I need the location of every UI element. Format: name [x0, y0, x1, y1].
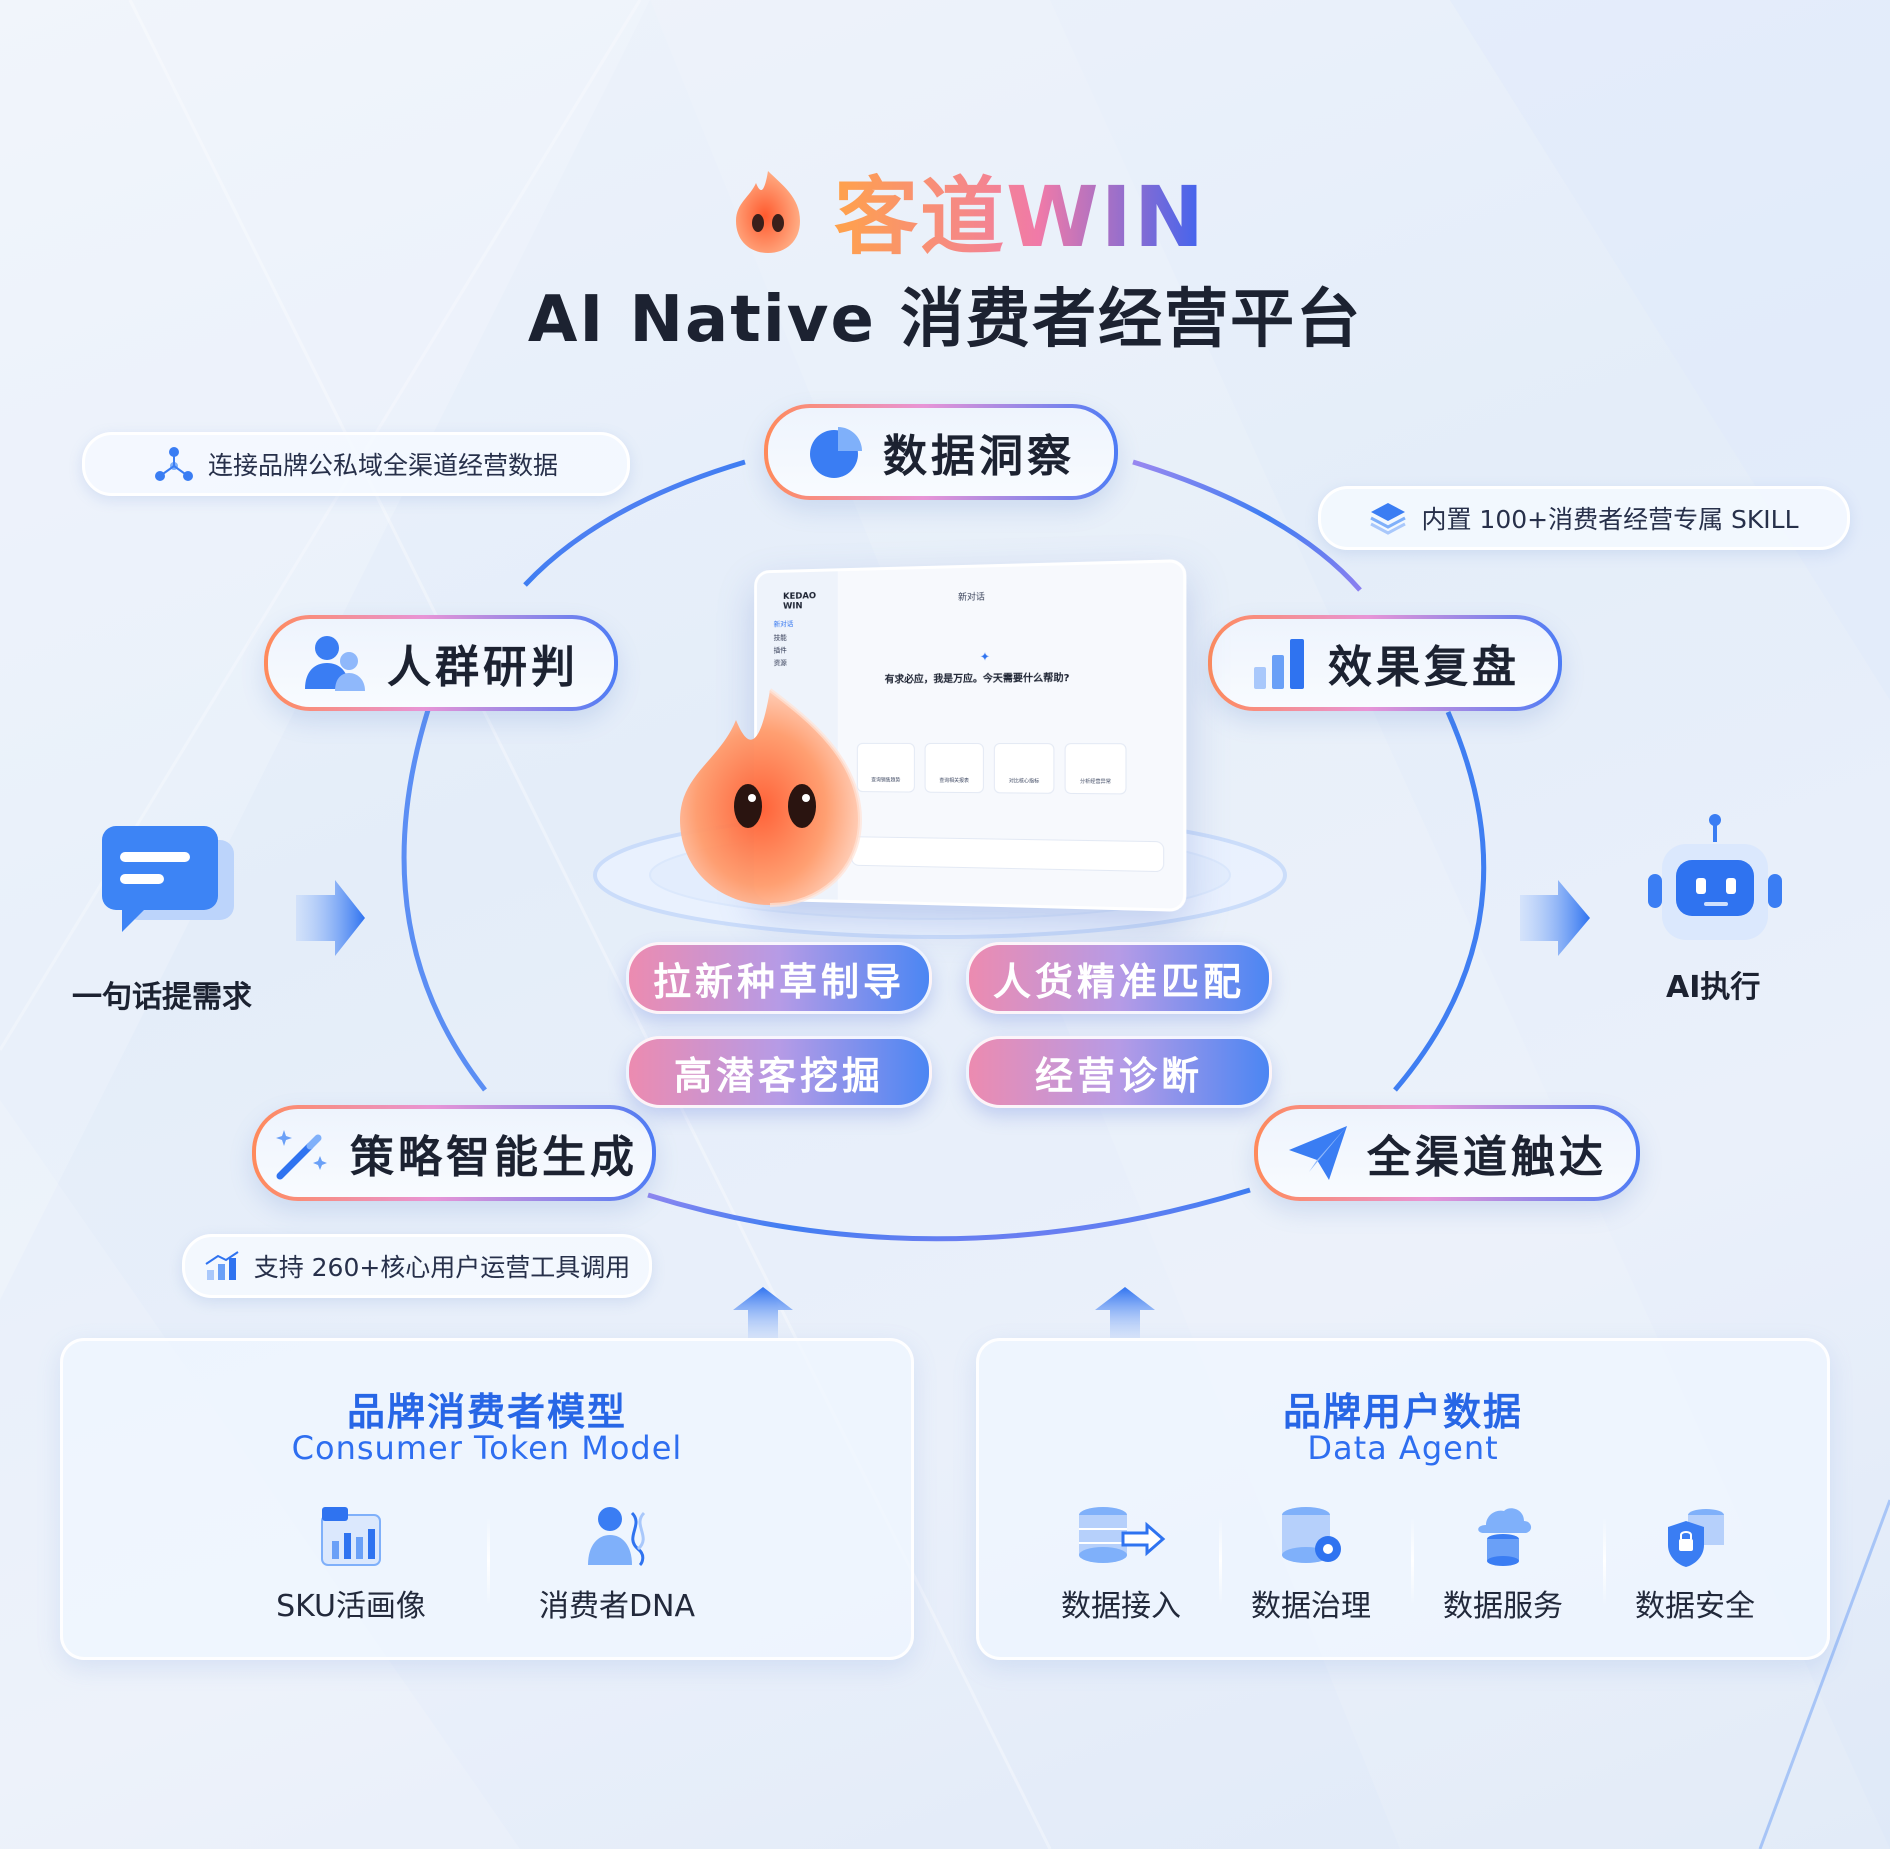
panel-item-label: 数据接入	[1061, 1589, 1181, 1624]
screenshot-card: 查询相关报表	[924, 742, 984, 794]
arrow-up-left	[733, 1287, 793, 1340]
arrow-up-right	[1095, 1287, 1155, 1340]
users-icon	[305, 636, 365, 691]
capability-reach[interactable]: 全渠道触达	[1254, 1105, 1640, 1201]
screenshot-brand: KEDAO WIN	[783, 591, 817, 612]
panel-item-label: 数据治理	[1251, 1589, 1371, 1624]
panel-item-dna: 消费者DNA	[527, 1503, 707, 1625]
panel-title: 品牌用户数据	[1282, 1390, 1523, 1434]
growth-chart-icon	[205, 1251, 239, 1280]
panel-item-sku: SKU活画像	[261, 1503, 441, 1625]
divider	[1603, 1517, 1606, 1605]
arrow-right-in	[296, 880, 365, 956]
capability-label: 数据洞察	[883, 431, 1075, 482]
sku-chart-icon	[321, 1507, 381, 1566]
panel-user-data: 品牌用户数据 Data Agent 数据接入 数据治理 数	[976, 1338, 1830, 1660]
brand-logo: 客道WIN	[720, 150, 1206, 271]
tag-potential[interactable]: 高潜客挖掘	[626, 1036, 932, 1108]
panel-item-service: 数据服务	[1413, 1503, 1593, 1625]
magic-wand-icon	[276, 1130, 327, 1180]
network-icon	[154, 447, 193, 481]
screenshot-nav-item: 资源	[773, 659, 787, 668]
screenshot-nav-item: 新对话	[773, 620, 794, 629]
panel-item-label: 数据安全	[1635, 1589, 1755, 1624]
screenshot-title: 新对话	[958, 592, 985, 604]
pill-label: 内置 100+消费者经营专属 SKILL	[1421, 505, 1799, 534]
screenshot-card: 对比核心指标	[993, 743, 1055, 794]
database-import-icon	[1079, 1507, 1166, 1563]
cloud-database-icon	[1478, 1508, 1532, 1566]
capability-crowd[interactable]: 人群研判	[264, 615, 618, 711]
capability-label: 效果复盘	[1328, 642, 1520, 693]
screenshot-nav-item: 插件	[773, 646, 787, 655]
database-settings-icon	[1282, 1507, 1341, 1563]
panel-item-governance: 数据治理	[1221, 1503, 1401, 1625]
robot-icon	[1648, 814, 1782, 940]
chat-bubble-icon	[102, 826, 234, 932]
brand-name: 客道WIN	[834, 150, 1206, 271]
screenshot-greeting: 有求必应，我是万应。今天需要什么帮助?	[884, 672, 1070, 686]
panel-item-label: SKU活画像	[276, 1589, 426, 1624]
panel-item-access: 数据接入	[1031, 1503, 1211, 1625]
pill-tools: 支持 260+核心用户运营工具调用	[182, 1234, 652, 1298]
pill-skills: 内置 100+消费者经营专属 SKILL	[1318, 486, 1850, 550]
panel-consumer-model: 品牌消费者模型 Consumer Token Model SKU活画像 消费者D…	[60, 1338, 914, 1660]
dna-user-icon	[588, 1507, 646, 1567]
panel-item-security: 数据安全	[1605, 1503, 1785, 1625]
input-label: 一句话提需求	[72, 980, 252, 1015]
panel-title: 品牌消费者模型	[346, 1390, 627, 1434]
shield-lock-icon	[1668, 1509, 1724, 1567]
capability-review[interactable]: 效果复盘	[1208, 615, 1562, 711]
tag-diagnosis[interactable]: 经营诊断	[966, 1036, 1272, 1108]
screenshot-card: 分析经营异常	[1064, 743, 1127, 795]
divider	[487, 1517, 490, 1605]
fire-mascot-icon	[680, 688, 863, 907]
screenshot-input	[851, 836, 1165, 873]
divider	[1411, 1517, 1414, 1605]
bar-chart-icon	[1254, 639, 1304, 689]
tag-matching[interactable]: 人货精准匹配	[966, 942, 1272, 1014]
capability-label: 策略智能生成	[350, 1132, 638, 1183]
output-label: AI执行	[1666, 970, 1761, 1005]
pill-label: 连接品牌公私域全渠道经营数据	[207, 451, 558, 480]
panel-item-label: 数据服务	[1443, 1589, 1563, 1624]
pill-label: 支持 260+核心用户运营工具调用	[253, 1253, 631, 1282]
pie-chart-icon	[810, 427, 862, 478]
arrow-right-out	[1520, 880, 1590, 956]
screenshot-nav-item: 技能	[773, 633, 787, 642]
page-subtitle: AI Native 消费者经营平台	[527, 283, 1363, 357]
capability-data-insight[interactable]: 数据洞察	[764, 404, 1118, 500]
capability-label: 全渠道触达	[1367, 1132, 1607, 1183]
capability-strategy[interactable]: 策略智能生成	[252, 1105, 656, 1201]
panel-item-label: 消费者DNA	[538, 1589, 696, 1624]
tag-acquisition[interactable]: 拉新种草制导	[626, 942, 932, 1014]
panel-subtitle: Data Agent	[1307, 1429, 1499, 1467]
layers-icon	[1370, 503, 1407, 535]
pill-connect-data: 连接品牌公私域全渠道经营数据	[82, 432, 630, 496]
panel-subtitle: Consumer Token Model	[291, 1429, 683, 1467]
divider	[1219, 1517, 1222, 1605]
fire-mascot-icon	[736, 170, 800, 253]
capability-label: 人群研判	[387, 642, 579, 693]
paper-plane-icon	[1289, 1126, 1347, 1180]
sparkle-icon: ✦	[979, 649, 990, 664]
